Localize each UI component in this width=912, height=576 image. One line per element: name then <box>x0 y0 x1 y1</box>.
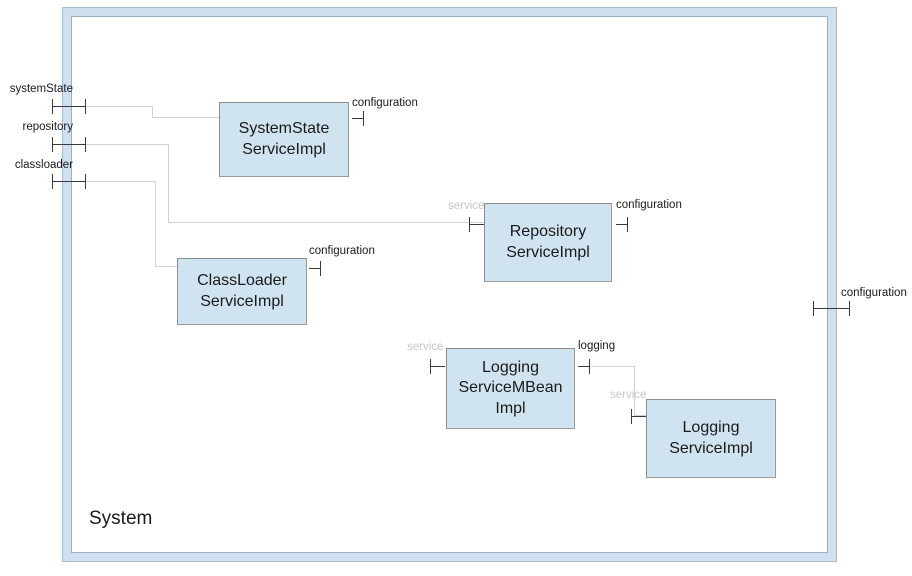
port-tick-outer <box>849 301 850 316</box>
port-stub <box>52 181 85 182</box>
component-name: SystemState ServiceImpl <box>238 120 330 158</box>
connector-segment <box>590 366 635 367</box>
port-stub <box>578 366 589 367</box>
connector-segment <box>634 366 635 416</box>
port-label-systemstate-configuration: configuration <box>352 97 418 109</box>
port-stub <box>469 224 484 225</box>
component-name: Logging ServiceImpl <box>669 419 753 457</box>
component-classloader[interactable]: ClassLoader ServiceImpl <box>177 258 307 325</box>
component-systemstate[interactable]: SystemState ServiceImpl <box>219 102 349 177</box>
port-stub <box>309 268 320 269</box>
connector-segment <box>86 181 156 182</box>
connector-segment <box>152 106 153 118</box>
port-label-sys-port-configuration: configuration <box>841 287 907 299</box>
connector-segment <box>168 222 485 223</box>
component-loggingservice[interactable]: Logging ServiceImpl <box>646 399 776 478</box>
port-tick <box>627 217 628 232</box>
port-label-loggingmbean-service: service <box>407 341 444 353</box>
connector-segment <box>155 181 156 267</box>
connector-segment <box>86 106 153 107</box>
port-tick-inner <box>85 137 86 152</box>
port-stub <box>616 224 627 225</box>
port-tick <box>363 111 364 126</box>
port-label-sys-port-repository: repository <box>22 121 74 133</box>
port-label-sys-port-systemstate: systemState <box>9 83 73 95</box>
component-name: Repository ServiceImpl <box>506 223 590 261</box>
port-stub <box>430 366 445 367</box>
port-stub <box>52 106 85 107</box>
port-tick <box>589 359 590 374</box>
port-tick-inner <box>85 174 86 189</box>
port-stub <box>631 416 646 417</box>
port-label-classloader-configuration: configuration <box>309 245 375 257</box>
connector-segment <box>168 144 169 223</box>
port-tick <box>320 261 321 276</box>
connector-segment <box>86 144 169 145</box>
connector-segment <box>152 117 220 118</box>
port-stub <box>352 118 363 119</box>
component-name: Logging ServiceMBean Impl <box>458 359 563 417</box>
component-loggingmbean[interactable]: Logging ServiceMBean Impl <box>446 348 575 429</box>
port-label-loggingmbean-logging: logging <box>578 340 616 352</box>
component-name: ClassLoader ServiceImpl <box>197 272 287 310</box>
component-repository[interactable]: Repository ServiceImpl <box>484 203 612 282</box>
port-label-loggingservice-service: service <box>610 389 647 401</box>
connector-segment <box>155 266 179 267</box>
port-label-repository-configuration: configuration <box>616 199 682 211</box>
port-label-repository-service: service <box>448 200 485 212</box>
connector-segment <box>634 415 648 416</box>
port-label-sys-port-classloader: classloader <box>14 159 73 171</box>
port-stub <box>52 144 85 145</box>
port-tick-inner <box>85 99 86 114</box>
port-stub <box>813 308 849 309</box>
system-label: System <box>89 508 153 529</box>
